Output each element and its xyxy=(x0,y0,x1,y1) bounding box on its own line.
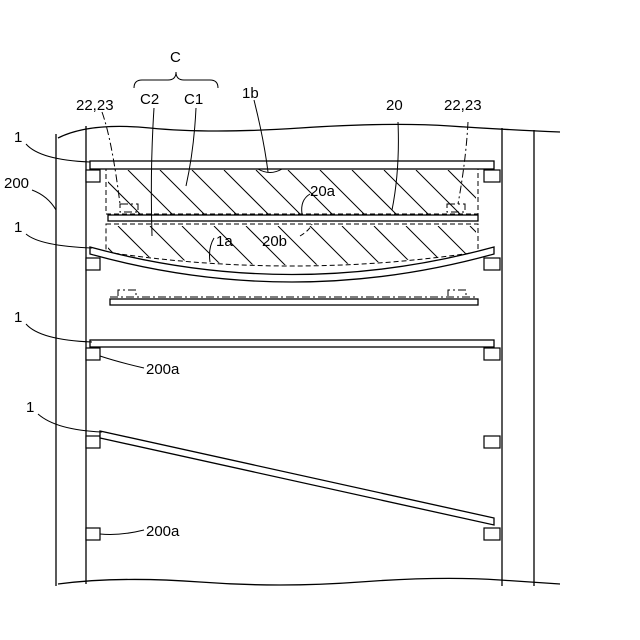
label-1-top: 1 xyxy=(14,129,22,146)
label-c: C xyxy=(170,49,181,66)
hatch-line xyxy=(128,170,172,214)
hatch-line xyxy=(502,226,556,280)
label-1a: 1a xyxy=(216,233,233,250)
plate-tilted xyxy=(100,431,494,525)
hatch-line xyxy=(192,170,236,214)
pad-22-23-left-top xyxy=(120,204,138,212)
label-200: 200 xyxy=(4,175,29,192)
label-22-23-right: 22,23 xyxy=(444,97,482,114)
label-20b: 20b xyxy=(262,233,287,250)
hatch-line xyxy=(224,170,268,214)
label-200a-lower: 200a xyxy=(146,523,180,540)
hatch-line xyxy=(352,170,396,214)
hatch-line xyxy=(384,170,428,214)
hatch-line xyxy=(160,170,204,214)
label-c1: C1 xyxy=(184,91,203,108)
label-22-23-left: 22,23 xyxy=(76,97,114,114)
label-20: 20 xyxy=(386,97,403,114)
middle-assembly xyxy=(110,290,478,305)
hatch-line xyxy=(118,226,172,280)
label-1-third: 1 xyxy=(14,309,22,326)
plate-third xyxy=(90,340,494,347)
plate-bowed xyxy=(90,247,494,282)
hatch-line xyxy=(416,170,460,214)
label-200a-upper: 200a xyxy=(146,361,180,378)
support-pads xyxy=(86,170,500,540)
label-c2: C2 xyxy=(140,91,159,108)
pad-22-23-right-top xyxy=(447,204,465,212)
label-1-second: 1 xyxy=(14,219,22,236)
plate-top xyxy=(90,161,494,169)
label-20a: 20a xyxy=(310,183,336,200)
plate-20-upper xyxy=(108,215,478,221)
label-1b: 1b xyxy=(242,85,259,102)
hatch-line xyxy=(256,170,300,214)
label-1-fourth: 1 xyxy=(26,399,34,416)
dashed-region-c2 xyxy=(106,224,478,266)
